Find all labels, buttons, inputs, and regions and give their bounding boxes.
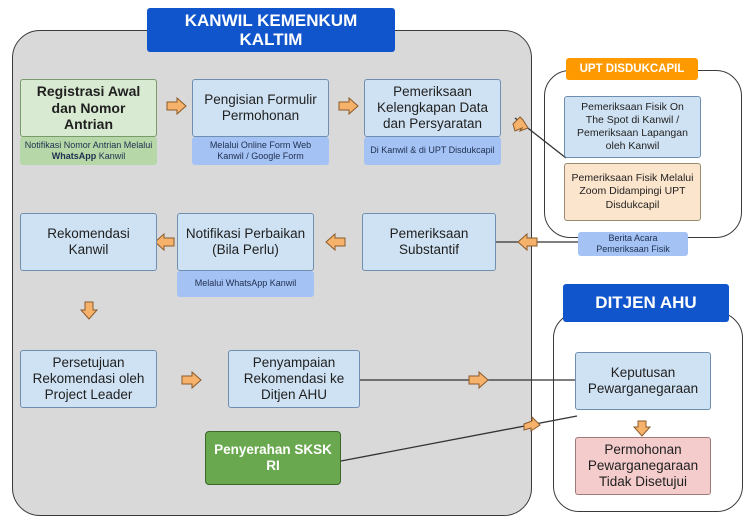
line-penyerahan-to-keputusan <box>340 415 578 462</box>
arrow-down-rekomendasi <box>79 301 99 320</box>
arrow-left-notifikasi <box>325 232 346 252</box>
registrasi-box: Registrasi Awal dan Nomor Antrian <box>20 79 157 137</box>
arrow-right-persetujuan <box>181 370 202 390</box>
berita-acara-note: Berita Acara Pemeriksaan Fisik <box>578 232 688 256</box>
penyerahan-box: Penyerahan SKSK RI <box>205 431 341 485</box>
pengisian-note: Melalui Online Form Web Kanwil / Google … <box>192 137 329 165</box>
penyampaian-box: Penyampaian Rekomendasi ke Ditjen AHU <box>228 350 360 408</box>
notifikasi-box: Notifikasi Perbaikan (Bila Perlu) <box>177 213 314 271</box>
kanwil-title: KANWIL KEMENKUM KALTIM <box>147 8 395 52</box>
arrow-right-1 <box>166 96 187 116</box>
pemeriksaan-kelengkapan-note: Di Kanwil & di UPT Disdukcapil <box>364 137 501 165</box>
registrasi-note-text: Notifikasi Nomor Antrian Melalui WhatsAp… <box>24 139 153 161</box>
registrasi-note: Notifikasi Nomor Antrian Melalui WhatsAp… <box>20 137 157 165</box>
arrow-diag-penyerahan <box>523 415 541 432</box>
fisik-spot-box: Pemeriksaan Fisik On The Spot di Kanwil … <box>564 96 701 158</box>
arrow-right-2 <box>338 96 359 116</box>
keputusan-box: Keputusan Pewarganegaraan <box>575 352 711 410</box>
notifikasi-note: Melalui WhatsApp Kanwil <box>177 271 314 297</box>
pengisian-box: Pengisian Formulir Permohonan <box>192 79 329 137</box>
substantif-box: Pemeriksaan Substantif <box>362 213 496 271</box>
tidak-disetujui-box: Permohonan Pewarganegaraan Tidak Disetuj… <box>575 437 711 495</box>
ditjen-title: DITJEN AHU <box>563 284 729 322</box>
fisik-zoom-box: Pemeriksaan Fisik Melalui Zoom Didamping… <box>564 163 701 221</box>
rekomendasi-box: Rekomendasi Kanwil <box>20 213 157 271</box>
upt-title: UPT DISDUKCAPIL <box>566 58 698 80</box>
persetujuan-box: Persetujuan Rekomendasi oleh Project Lea… <box>20 350 157 408</box>
arrow-down-keputusan <box>632 420 652 437</box>
pemeriksaan-kelengkapan-box: Pemeriksaan Kelengkapan Data dan Persyar… <box>364 79 501 137</box>
arrow-left-substantif <box>517 232 538 252</box>
arrow-left-rekomendasi <box>154 232 175 252</box>
arrow-diag-upt <box>512 116 529 133</box>
arrow-right-penyampaian <box>468 370 489 390</box>
